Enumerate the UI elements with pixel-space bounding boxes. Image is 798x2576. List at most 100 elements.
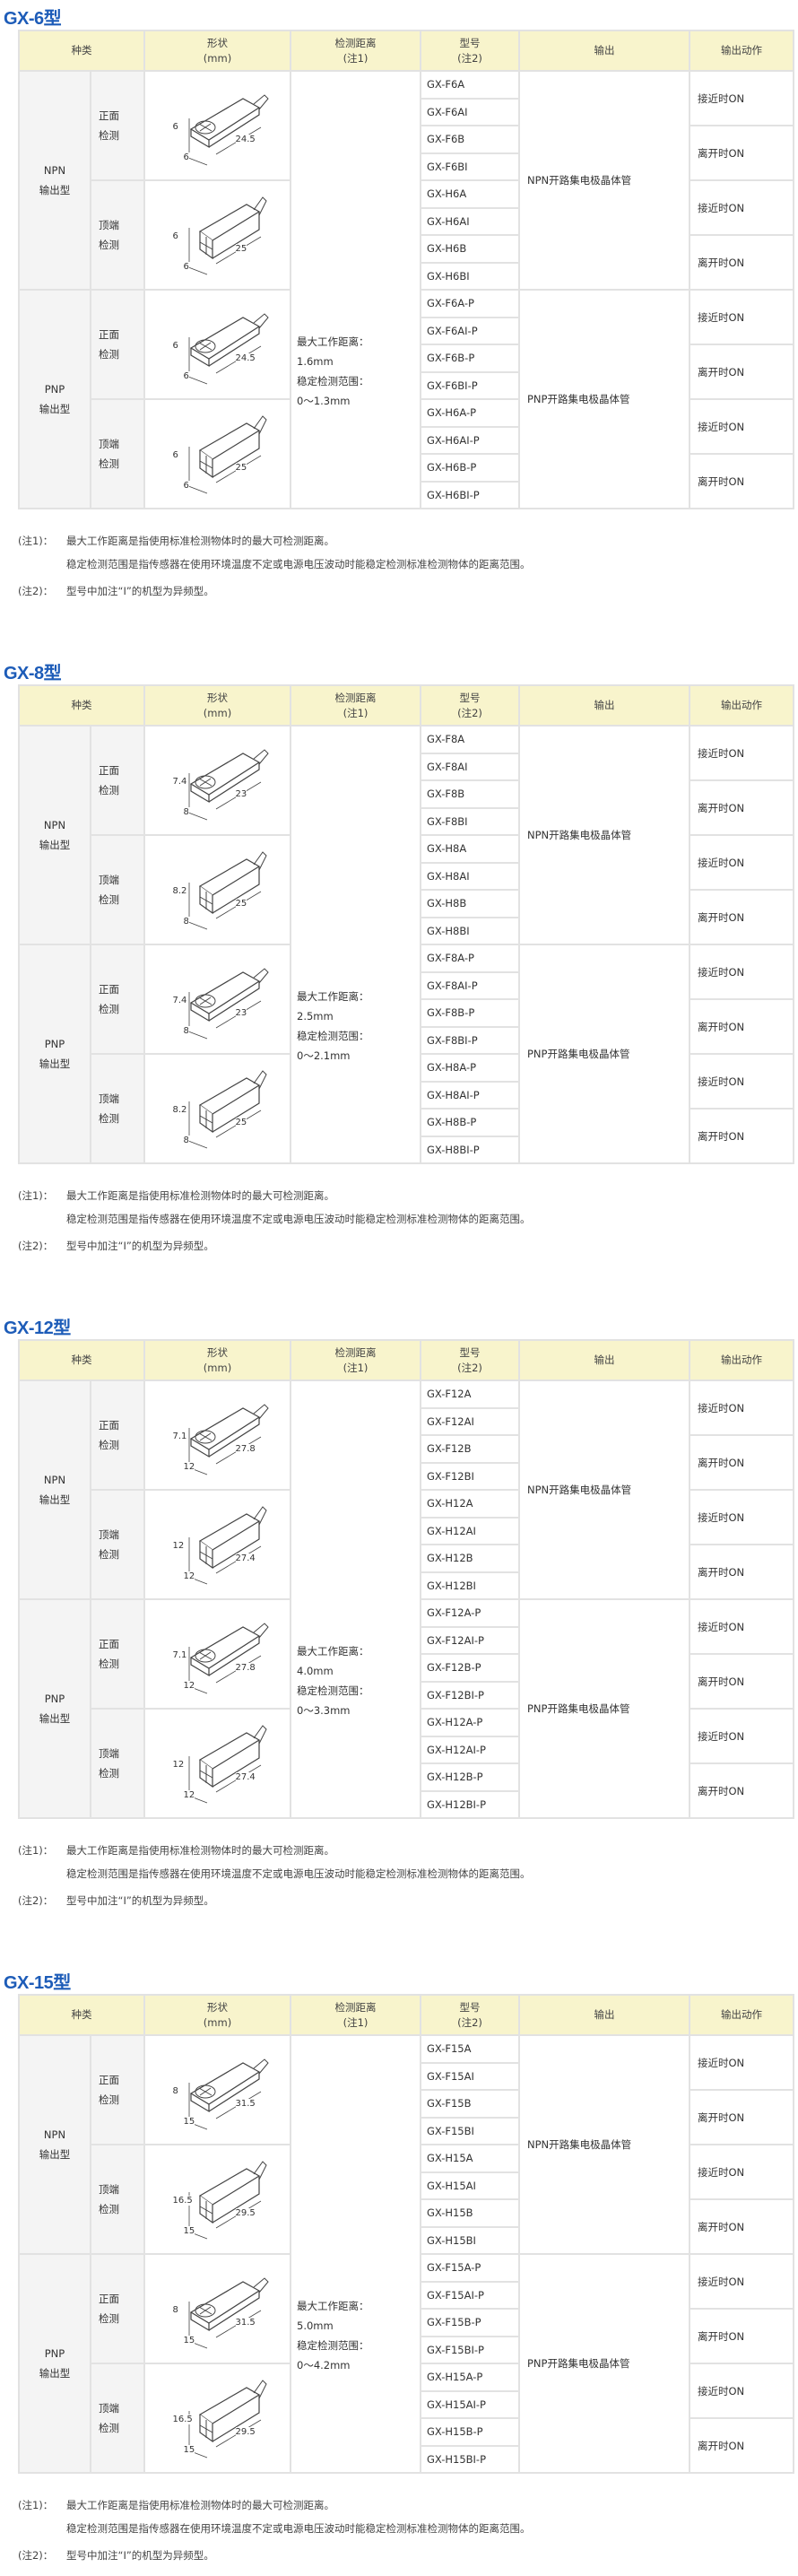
output-cell: PNP开路集电极晶体管	[518, 1598, 690, 1819]
output-action-cell: 离开时ON	[689, 453, 794, 509]
max-distance-label: 最大工作距离：	[297, 2300, 369, 2312]
sensor-outline-icon	[183, 1623, 269, 1694]
stable-range-label: 稳定检测范围：	[297, 1684, 369, 1697]
detection-face-label: 正面	[99, 1638, 119, 1650]
model-cell: GX-F8BI	[420, 806, 520, 836]
note-1-line-2: 稳定检测范围是指传感器在使用环境温度不定或电源电压波动时能稳定检测标准检测物体的…	[66, 1213, 531, 1225]
header-output: 输出	[518, 1339, 690, 1381]
model-cell: GX-H12AI	[420, 1516, 520, 1545]
length-dimension: 25	[235, 1118, 247, 1127]
header-action-label: 输出动作	[721, 2008, 762, 2021]
width-dimension: 12	[183, 1571, 195, 1581]
max-distance-value: 2.5mm	[297, 1010, 334, 1023]
header-shape-label: 形状	[207, 2000, 228, 2014]
height-dimension: 7.1	[172, 1432, 187, 1441]
type-label: PNP	[44, 1693, 65, 1705]
table-row: GX-H12BI-P	[19, 1789, 794, 1819]
output-action-cell: 接近时ON	[689, 725, 794, 781]
table-row: GX-F8BI-P	[19, 1025, 794, 1055]
height-dimension: 16.5	[172, 2415, 193, 2424]
sensor-outline-icon	[183, 749, 269, 821]
table-row: GX-H15B-P 离开时ON	[19, 2417, 794, 2474]
model-cell: GX-F12BI	[420, 1461, 520, 1491]
note-2-label: (注2)：	[18, 2549, 54, 2562]
note-1-body: 最大工作距离是指使用标准检测物体时的最大可检测距离。稳定检测范围是指传感器在使用…	[66, 1839, 531, 1885]
model-cell: GX-H6B	[420, 234, 520, 264]
header-distance-sub: (注1)	[343, 706, 369, 719]
top-detection-cell: 顶端检测	[90, 1489, 145, 1600]
top-detection-cell: 顶端检测	[90, 179, 145, 291]
model-cell: GX-H8A	[420, 834, 520, 864]
detection-face-label: 正面	[99, 764, 119, 777]
output-action-cell: 接近时ON	[689, 70, 794, 126]
note-2: (注2)：型号中加注“I”的机型为异频型。	[18, 579, 798, 603]
sensor-outline-icon	[183, 94, 269, 166]
detection-face-label: 顶端	[99, 1747, 119, 1760]
height-dimension: 6	[172, 450, 178, 460]
header-distance-label: 检测距离	[334, 36, 377, 49]
model-cell: GX-H15BI-P	[420, 2444, 520, 2474]
model-cell: GX-H6BI-P	[420, 480, 520, 509]
detection-label: 检测	[99, 1767, 119, 1780]
detection-face-label: 顶端	[99, 438, 119, 450]
front-detection-cell: 正面检测	[90, 2253, 145, 2364]
notes: (注1)：最大工作距离是指使用标准检测物体时的最大可检测距离。稳定检测范围是指传…	[18, 2493, 798, 2567]
sensor-outline-icon	[183, 851, 267, 930]
output-action-cell: 离开时ON	[689, 2308, 794, 2364]
detection-face-label: 正面	[99, 1419, 119, 1432]
model-cell: GX-H6A-P	[420, 398, 520, 428]
output-action-cell: 离开时ON	[689, 1544, 794, 1600]
height-dimension: 6	[172, 122, 178, 132]
header-model-label: 型号	[459, 2000, 481, 2014]
top-detection-cell: 顶端检测	[90, 2144, 145, 2255]
output-action-cell: 接近时ON	[689, 1053, 794, 1110]
model-cell: GX-F6AI	[420, 97, 520, 126]
model-cell: GX-F6B-P	[420, 344, 520, 373]
output-action-cell: 接近时ON	[689, 2253, 794, 2310]
table-row: GX-F6AI	[19, 97, 794, 126]
type-label: PNP	[44, 383, 65, 396]
header-type: 种类	[18, 30, 145, 72]
model-cell: GX-H8BI	[420, 916, 520, 945]
max-distance-label: 最大工作距离：	[297, 335, 369, 348]
width-dimension: 8	[183, 807, 189, 817]
sensor-outline-icon	[183, 2277, 269, 2349]
output-action-cell: 离开时ON	[689, 344, 794, 400]
header-shape-label: 形状	[207, 691, 228, 704]
note-2-text: 型号中加注“I”的机型为异频型。	[66, 1894, 214, 1907]
sensor-outline-icon	[183, 1506, 267, 1585]
output-action-cell: 接近时ON	[689, 1708, 794, 1764]
output-type-label: 输出型	[39, 184, 71, 196]
header-type-label: 种类	[71, 44, 92, 57]
model-cell: GX-H8AI-P	[420, 1080, 520, 1110]
table-row: GX-F15BI	[19, 2116, 794, 2145]
note-1-line-1: 最大工作距离是指使用标准检测物体时的最大可检测距离。	[66, 535, 334, 547]
output-action-cell: 离开时ON	[689, 2417, 794, 2474]
model-cell: GX-H15AI-P	[420, 2389, 520, 2419]
model-cell: GX-H15B-P	[420, 2417, 520, 2447]
note-2-label: (注2)：	[18, 1894, 54, 1907]
height-dimension: 7.4	[172, 777, 187, 787]
stable-range-label: 稳定检测范围：	[297, 2339, 369, 2352]
header-model-label: 型号	[459, 691, 481, 704]
header-model-sub: (注2)	[457, 706, 482, 719]
height-dimension: 6	[172, 341, 178, 351]
note-1-body: 最大工作距离是指使用标准检测物体时的最大可检测距离。稳定检测范围是指传感器在使用…	[66, 2493, 531, 2540]
section-title: GX-6型	[4, 9, 62, 29]
header-action-label: 输出动作	[721, 1353, 762, 1366]
